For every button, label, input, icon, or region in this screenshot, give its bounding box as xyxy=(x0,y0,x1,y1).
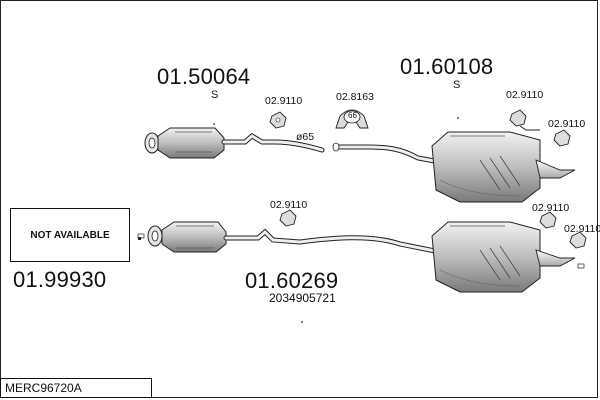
hanger-top-1-icon xyxy=(269,111,287,129)
label-pipe-diameter: ø65 xyxy=(296,131,315,143)
part-number-not-available: 01.99930 xyxy=(13,267,107,292)
hanger-top-3-icon xyxy=(553,129,571,147)
label-hanger-top-3: 02.9110 xyxy=(548,118,586,130)
part-number-top-front: 01.50064 xyxy=(157,64,251,89)
label-hanger-top-1: 02.9110 xyxy=(265,95,303,107)
hanger-top-2-icon xyxy=(509,109,527,127)
hanger-bottom-2-icon xyxy=(539,211,557,229)
part-suffix-top-front: S xyxy=(211,89,219,101)
clamp-top-icon xyxy=(335,109,369,129)
top-rear-silencer xyxy=(431,125,576,203)
label-hanger-top-2: 02.9110 xyxy=(506,89,544,101)
not-available-box: NOT AVAILABLE xyxy=(10,208,130,262)
top-front-silencer xyxy=(157,127,225,159)
bottom-pipe xyxy=(223,228,443,255)
part-ref-bottom-rear: 2034905721 xyxy=(269,291,336,305)
label-clamp-top: 02.8163 xyxy=(336,91,374,103)
diagram-code: MERC96720A xyxy=(0,378,152,398)
part-number-top-rear: 01.60108 xyxy=(400,54,494,79)
bottom-front-flange xyxy=(137,225,163,247)
not-available-text: NOT AVAILABLE xyxy=(30,229,110,241)
label-hanger-bottom-2: 02.9110 xyxy=(532,202,570,214)
label-hanger-bottom-3: 02.9110 xyxy=(564,223,600,235)
top-front-flange xyxy=(144,132,160,154)
part-suffix-top-rear: S xyxy=(453,79,461,91)
label-hanger-bottom-1: 02.9110 xyxy=(270,199,308,211)
bottom-front-silencer xyxy=(161,221,227,253)
diameter-icon: ø xyxy=(296,131,303,143)
part-number-bottom-rear: 01.60269 xyxy=(245,268,339,293)
hanger-bottom-3-icon xyxy=(569,231,587,249)
label-clamp-badge: 66 xyxy=(348,111,357,120)
hanger-bottom-1-icon xyxy=(279,209,297,227)
bottom-rear-silencer xyxy=(431,221,585,293)
